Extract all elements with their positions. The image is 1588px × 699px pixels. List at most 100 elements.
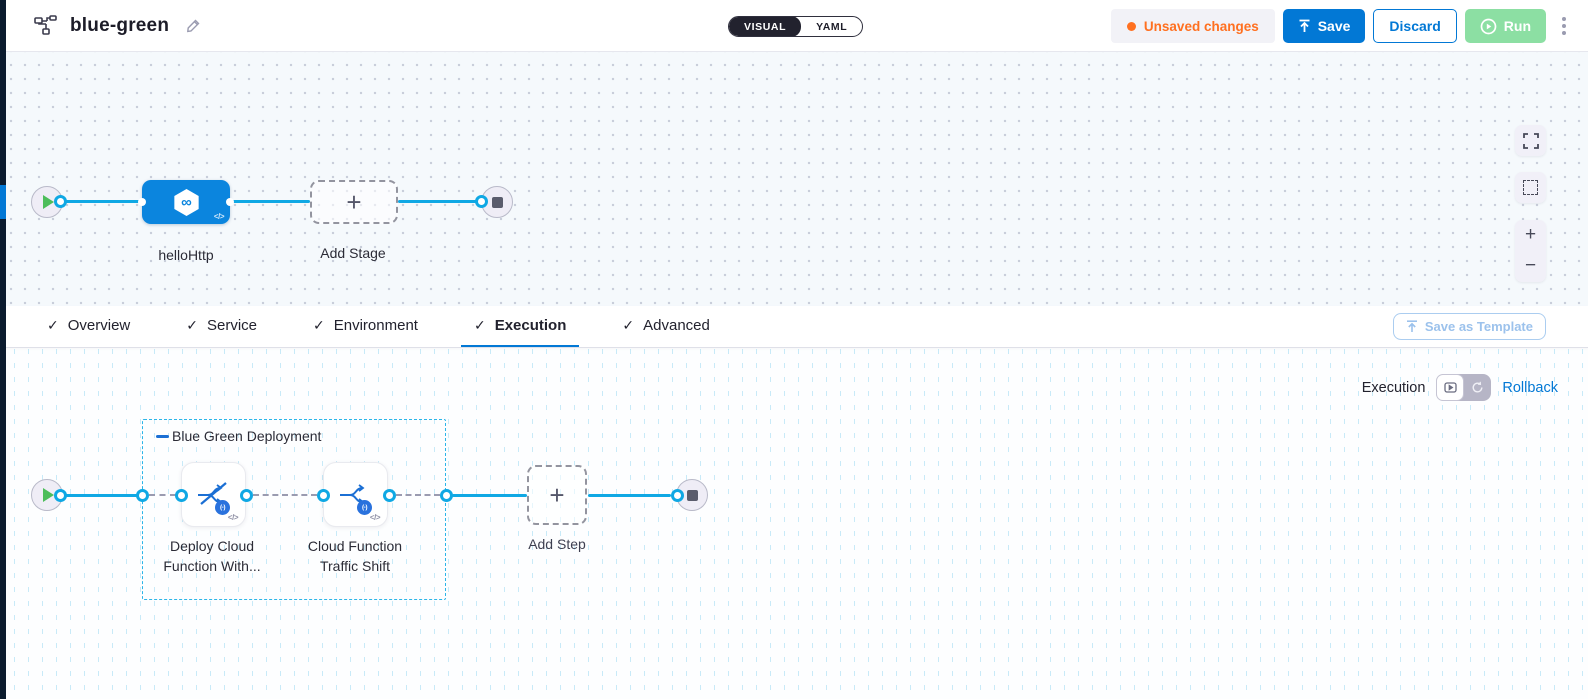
add-step-button[interactable]: + [527, 465, 587, 525]
edge-line [452, 494, 527, 497]
save-as-template-button[interactable]: Save as Template [1392, 313, 1546, 340]
execution-rollback-toggle[interactable] [1436, 374, 1492, 401]
edge-line [63, 200, 143, 203]
cloud-function-stage-icon: ∞ [174, 189, 199, 216]
save-as-template-label: Save as Template [1424, 319, 1533, 334]
connector-dot[interactable] [440, 489, 453, 502]
check-icon: ✓ [47, 317, 59, 333]
play-icon [43, 195, 54, 209]
connector-dot[interactable] [175, 489, 188, 502]
edit-pencil-icon[interactable] [185, 17, 202, 34]
connector-dot[interactable] [383, 489, 396, 502]
add-stage-label: Add Stage [320, 245, 386, 261]
code-icon: </> [369, 513, 381, 522]
selection-box-icon [1523, 180, 1538, 195]
edge-line [588, 494, 671, 497]
upload-icon [1406, 320, 1417, 332]
function-badge-icon: (-) [215, 500, 230, 515]
rollback-toggle-segment[interactable] [1464, 381, 1491, 394]
code-icon: </> [227, 513, 239, 522]
tab-label: Execution [494, 317, 567, 334]
more-options-kebab-icon[interactable] [1554, 11, 1574, 41]
check-icon: ✓ [622, 317, 635, 333]
edge-line [232, 200, 310, 203]
zoom-out-button[interactable]: − [1524, 255, 1537, 277]
group-label: Blue Green Deployment [172, 428, 322, 444]
function-badge-icon: (-) [357, 500, 372, 515]
toggle-yaml[interactable]: YAML [816, 20, 848, 33]
tab-label: Environment [333, 317, 418, 334]
execution-canvas[interactable]: Execution Rollback [0, 348, 1588, 699]
stage-tab-bar: ✓ Overview ✓ Service ✓ Environment ✓ Exe… [0, 306, 1588, 348]
collapsed-nav-strip[interactable] [0, 0, 6, 699]
plus-icon: + [346, 187, 362, 217]
edge-line-dashed [149, 494, 176, 496]
edge-line-dashed [396, 494, 440, 496]
selection-mode-button[interactable] [1515, 172, 1546, 203]
execution-play-icon [1444, 382, 1457, 393]
stage-name-label: helloHttp [158, 247, 214, 263]
stop-icon [686, 489, 698, 501]
step-name-label: Deploy Cloud Function With... [163, 538, 261, 574]
connector-dot[interactable] [54, 195, 67, 208]
unsaved-changes-text: Unsaved changes [1143, 18, 1259, 34]
tab-overview[interactable]: ✓ Overview [34, 306, 143, 347]
unsaved-dot-icon [1126, 21, 1136, 31]
check-icon: ✓ [473, 317, 486, 333]
connector-dot[interactable] [136, 489, 149, 502]
edge-line [398, 200, 478, 203]
header: blue-green VISUAL YAML Unsaved changes S… [0, 0, 1588, 52]
tab-label: Overview [67, 317, 131, 334]
check-icon: ✓ [186, 317, 198, 333]
nav-strip-active-indicator [0, 185, 6, 219]
group-collapse-dash-icon[interactable] [156, 434, 169, 438]
connector-dot[interactable] [54, 489, 67, 502]
check-icon: ✓ [313, 317, 325, 333]
discard-button[interactable]: Discard [1373, 9, 1457, 43]
execution-mode-row: Execution Rollback [1362, 374, 1558, 401]
tab-advanced[interactable]: ✓ Advanced [609, 306, 722, 347]
run-play-icon [1480, 18, 1497, 35]
connector-dot[interactable] [138, 198, 146, 206]
execution-mode-label: Execution [1361, 379, 1426, 396]
run-button[interactable]: Run [1464, 9, 1546, 43]
tab-environment[interactable]: ✓ Environment [300, 306, 431, 347]
tab-label: Service [206, 317, 258, 334]
connector-dot[interactable] [671, 489, 684, 502]
step-node-cloud-function-traffic-shift[interactable]: (-) </> [323, 462, 388, 527]
toggle-visual[interactable]: VISUAL [729, 17, 802, 36]
pipeline-icon [34, 14, 58, 37]
save-button[interactable]: Save [1282, 9, 1366, 43]
unsaved-changes-badge: Unsaved changes [1110, 9, 1275, 43]
tab-label: Advanced [643, 317, 710, 334]
tab-service[interactable]: ✓ Service [173, 306, 270, 347]
add-step-label: Add Step [528, 536, 586, 552]
page-title: blue-green [70, 14, 170, 36]
plus-icon: + [549, 480, 565, 510]
zoom-in-button[interactable]: + [1524, 224, 1537, 245]
run-button-label: Run [1503, 18, 1531, 34]
connector-dot[interactable] [317, 489, 330, 502]
connector-dot[interactable] [475, 195, 488, 208]
deploy-traffic-shift-icon [198, 482, 227, 506]
stage-node-hellohttp[interactable]: ∞ </> [138, 180, 234, 224]
pipeline-canvas[interactable]: ∞ </> helloHttp + Add Stage + − [0, 52, 1588, 306]
zoom-controls: + − [1515, 220, 1546, 282]
step-node-deploy-cloud-function[interactable]: (-) </> [181, 462, 246, 527]
step-name-label: Cloud Function Traffic Shift [307, 538, 403, 574]
play-icon [43, 488, 54, 502]
rollback-circular-arrow-icon [1472, 381, 1483, 393]
tab-execution[interactable]: ✓ Execution [460, 306, 580, 347]
fullscreen-button[interactable] [1515, 125, 1546, 156]
connector-dot[interactable] [226, 198, 234, 206]
rollback-link[interactable]: Rollback [1502, 379, 1558, 396]
execution-toggle-segment[interactable] [1436, 374, 1465, 401]
save-upload-icon [1298, 19, 1311, 33]
discard-button-label: Discard [1389, 18, 1441, 34]
add-stage-button[interactable]: + [310, 180, 398, 224]
edge-line-dashed [253, 494, 317, 496]
connector-dot[interactable] [240, 489, 253, 502]
step-group-blue-green-deployment[interactable]: Blue Green Deployment [142, 419, 446, 600]
fullscreen-icon [1522, 132, 1539, 149]
stop-icon [491, 196, 503, 208]
